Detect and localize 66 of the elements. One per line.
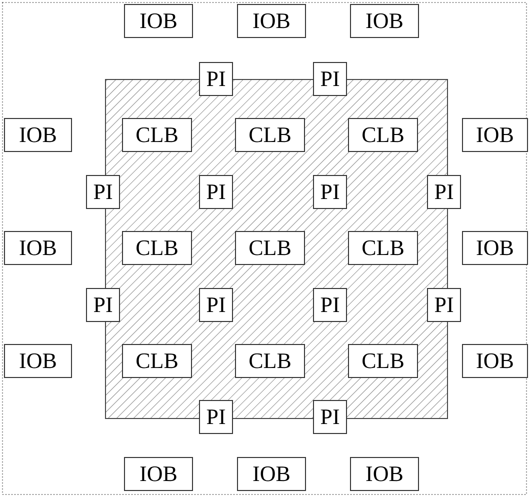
block-box [199,62,233,96]
block-box [124,4,193,38]
block-label: PI [320,179,340,205]
block-label: IOB [252,461,290,487]
block-box [462,231,528,265]
block-label: CLB [248,348,292,374]
block-box [462,344,528,378]
block-box [86,175,120,209]
block-label: IOB [19,122,57,148]
block-label: PI [320,292,340,318]
block-box [350,4,419,38]
block-label: IOB [19,348,57,374]
block-box [199,288,233,322]
block-label: IOB [366,461,404,487]
block-box [235,344,305,378]
block-label: IOB [476,348,514,374]
block-label: IOB [366,8,404,34]
block-label: CLB [362,122,404,148]
block-box [348,231,418,265]
block-label: PI [320,404,340,430]
block-label: CLB [248,122,292,148]
block-box [122,118,192,152]
block-label: CLB [362,348,404,374]
block-box [4,231,72,265]
block-box [4,118,72,152]
block-box [350,457,419,491]
block-label: PI [206,179,226,205]
block-box [122,344,192,378]
block-label: PI [206,66,226,92]
block-box [86,288,120,322]
block-label: PI [93,179,113,205]
block-box [235,118,305,152]
block-box [313,62,347,96]
block-label: CLB [136,235,178,261]
block-box [348,344,418,378]
block-label: CLB [248,235,292,261]
block-label: PI [93,292,113,318]
block-label: CLB [362,235,404,261]
block-label: IOB [140,8,178,34]
block-label: PI [320,66,340,92]
block-box [199,175,233,209]
block-box [462,118,528,152]
block-label: IOB [476,235,514,261]
block-box [427,288,461,322]
block-label: IOB [252,8,290,34]
block-box [4,344,72,378]
block-box [237,4,306,38]
block-label: CLB [136,348,178,374]
block-box [313,175,347,209]
block-label: CLB [136,122,178,148]
block-label: PI [434,292,454,318]
block-box [122,231,192,265]
block-box [313,400,347,434]
block-box [348,118,418,152]
block-label: IOB [476,122,514,148]
block-box [199,400,233,434]
block-label: IOB [19,235,57,261]
block-box [313,288,347,322]
block-box [235,231,305,265]
block-label: PI [206,292,226,318]
block-label: IOB [140,461,178,487]
block-box [124,457,193,491]
block-box [237,457,306,491]
block-label: PI [434,179,454,205]
block-label: PI [206,404,226,430]
block-box [427,175,461,209]
